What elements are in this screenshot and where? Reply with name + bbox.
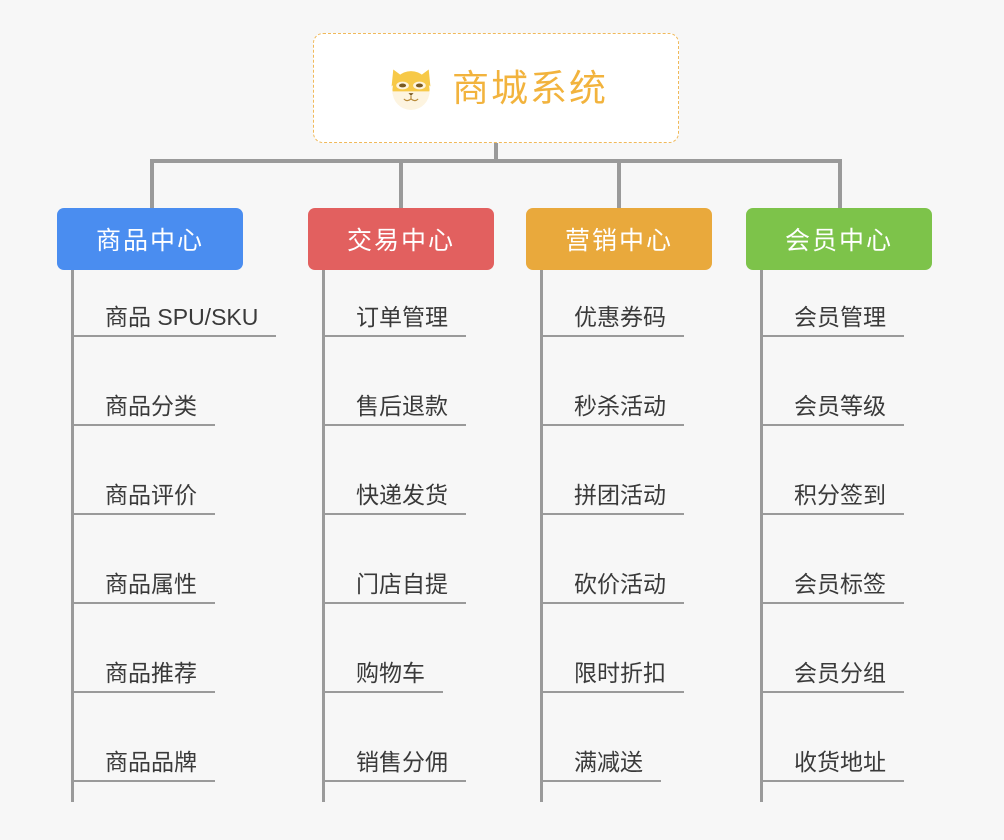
root-node[interactable]: 商城系统 xyxy=(313,33,679,143)
category-box-1[interactable]: 商品中心 xyxy=(57,208,243,270)
leaf-label: 商品分类 xyxy=(105,393,197,419)
connector-drop-2 xyxy=(399,159,403,208)
leaf-label: 订单管理 xyxy=(356,304,448,330)
leaf-item[interactable]: 购物车 xyxy=(322,645,443,693)
category-box-4[interactable]: 会员中心 xyxy=(746,208,932,270)
leaf-label: 收货地址 xyxy=(794,749,886,775)
leaf-item[interactable]: 会员等级 xyxy=(760,378,904,426)
leaf-item[interactable]: 积分签到 xyxy=(760,467,904,515)
category-box-3[interactable]: 营销中心 xyxy=(526,208,712,270)
connector-root-stem xyxy=(494,143,498,163)
root-title: 商城系统 xyxy=(452,67,608,109)
leaf-item[interactable]: 会员管理 xyxy=(760,289,904,337)
leaf-item[interactable]: 砍价活动 xyxy=(540,556,684,604)
leaf-label: 购物车 xyxy=(356,660,425,686)
leaf-item[interactable]: 收货地址 xyxy=(760,734,904,782)
connector-drop-4 xyxy=(838,159,842,208)
leaf-label: 售后退款 xyxy=(356,393,448,419)
leaf-item[interactable]: 快递发货 xyxy=(322,467,466,515)
column-spine xyxy=(322,270,325,802)
leaf-label: 商品评价 xyxy=(105,482,197,508)
leaf-item[interactable]: 拼团活动 xyxy=(540,467,684,515)
leaf-label: 销售分佣 xyxy=(356,749,448,775)
category-label: 商品中心 xyxy=(95,227,204,255)
leaf-label: 商品 SPU/SKU xyxy=(105,304,259,330)
leaf-label: 限时折扣 xyxy=(574,660,666,686)
leaf-label: 积分签到 xyxy=(794,482,886,508)
leaf-item[interactable]: 会员分组 xyxy=(760,645,904,693)
leaf-item[interactable]: 商品 SPU/SKU xyxy=(71,289,277,337)
leaf-item[interactable]: 商品评价 xyxy=(71,467,215,515)
leaf-label: 商品属性 xyxy=(105,571,197,597)
leaf-item[interactable]: 秒杀活动 xyxy=(540,378,684,426)
leaf-label: 会员管理 xyxy=(794,304,886,330)
leaf-label: 砍价活动 xyxy=(574,571,666,597)
leaf-label: 秒杀活动 xyxy=(574,393,666,419)
leaf-item[interactable]: 商品属性 xyxy=(71,556,215,604)
column-spine xyxy=(71,270,74,802)
category-label: 会员中心 xyxy=(784,227,893,255)
leaf-label: 会员标签 xyxy=(794,571,886,597)
leaf-item[interactable]: 售后退款 xyxy=(322,378,466,426)
shiba-dog-icon xyxy=(391,69,431,110)
leaf-item[interactable]: 限时折扣 xyxy=(540,645,684,693)
column-spine xyxy=(540,270,543,802)
leaf-label: 商品推荐 xyxy=(105,660,197,686)
leaf-label: 满减送 xyxy=(574,749,643,775)
leaf-label: 商品品牌 xyxy=(105,749,197,775)
connector-drop-1 xyxy=(150,159,154,208)
category-label: 营销中心 xyxy=(564,227,673,255)
leaf-label: 会员等级 xyxy=(794,393,886,419)
category-label: 交易中心 xyxy=(346,227,455,255)
leaf-item[interactable]: 商品推荐 xyxy=(71,645,215,693)
leaf-item[interactable]: 门店自提 xyxy=(322,556,466,604)
leaf-item[interactable]: 商品品牌 xyxy=(71,734,215,782)
connector-drop-3 xyxy=(617,159,621,208)
category-box-2[interactable]: 交易中心 xyxy=(308,208,494,270)
connector-horizontal-bar xyxy=(150,159,842,163)
leaf-label: 优惠券码 xyxy=(574,304,666,330)
leaf-label: 会员分组 xyxy=(794,660,886,686)
leaf-item[interactable]: 满减送 xyxy=(540,734,661,782)
leaf-item[interactable]: 会员标签 xyxy=(760,556,904,604)
leaf-item[interactable]: 订单管理 xyxy=(322,289,466,337)
leaf-label: 门店自提 xyxy=(356,571,448,597)
leaf-label: 快递发货 xyxy=(356,482,448,508)
leaf-label: 拼团活动 xyxy=(574,482,666,508)
column-spine xyxy=(760,270,763,802)
leaf-item[interactable]: 销售分佣 xyxy=(322,734,466,782)
leaf-item[interactable]: 商品分类 xyxy=(71,378,215,426)
leaf-item[interactable]: 优惠券码 xyxy=(540,289,684,337)
